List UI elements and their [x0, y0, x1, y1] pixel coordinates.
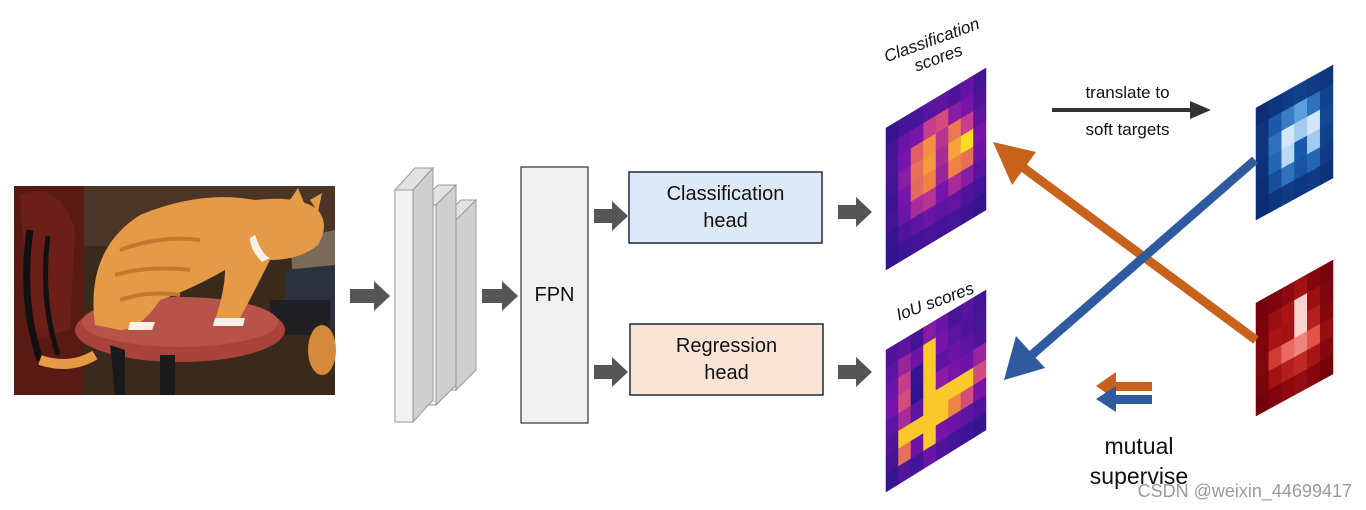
- heatmap-cell: [973, 412, 987, 439]
- arrow-cls-head-to-scores: [838, 197, 872, 227]
- orange-supervision-arrow: [993, 142, 1259, 344]
- arrow-backbone-to-fpn: [482, 281, 518, 311]
- translate-text-line1: translate to: [1085, 83, 1170, 102]
- soft-target-red-heatmap: [1255, 259, 1334, 417]
- heatmap-cell: [973, 191, 987, 218]
- watermark: CSDN @weixin_44699417: [1137, 481, 1352, 501]
- classification-head-box: [628, 171, 823, 244]
- fpn-box: [520, 166, 589, 424]
- regression-head-label: Regression head: [675, 334, 778, 384]
- arrow-fpn-to-cls-head: [594, 201, 628, 231]
- backbone: [393, 166, 478, 424]
- classification-head-label: Classification head: [666, 182, 785, 232]
- classification-scores-heatmap: [885, 67, 987, 271]
- iou-scores-heatmap: [885, 289, 987, 493]
- translate-arrow: [1052, 101, 1211, 119]
- translate-text-line2: soft targets: [1085, 120, 1170, 139]
- arrow-image-to-backbone: [350, 281, 390, 311]
- arrow-reg-head-to-scores: [838, 357, 872, 387]
- arrow-fpn-to-reg-head: [594, 357, 628, 387]
- mutual-text-line1: mutual: [1104, 433, 1174, 459]
- input-image: [14, 186, 336, 395]
- heatmap-cell: [1319, 354, 1334, 382]
- mutual-text-line2: supervise: [1089, 463, 1189, 489]
- flow-arrows: [350, 197, 872, 387]
- regression-head-box: [629, 323, 824, 396]
- heatmap-cell: [1319, 158, 1334, 186]
- blue-supervision-arrow: [1004, 156, 1258, 380]
- soft-target-blue-heatmap: [1255, 64, 1334, 221]
- fpn-label: FPN: [534, 283, 575, 306]
- mutual-arrows-icon: [1096, 372, 1152, 412]
